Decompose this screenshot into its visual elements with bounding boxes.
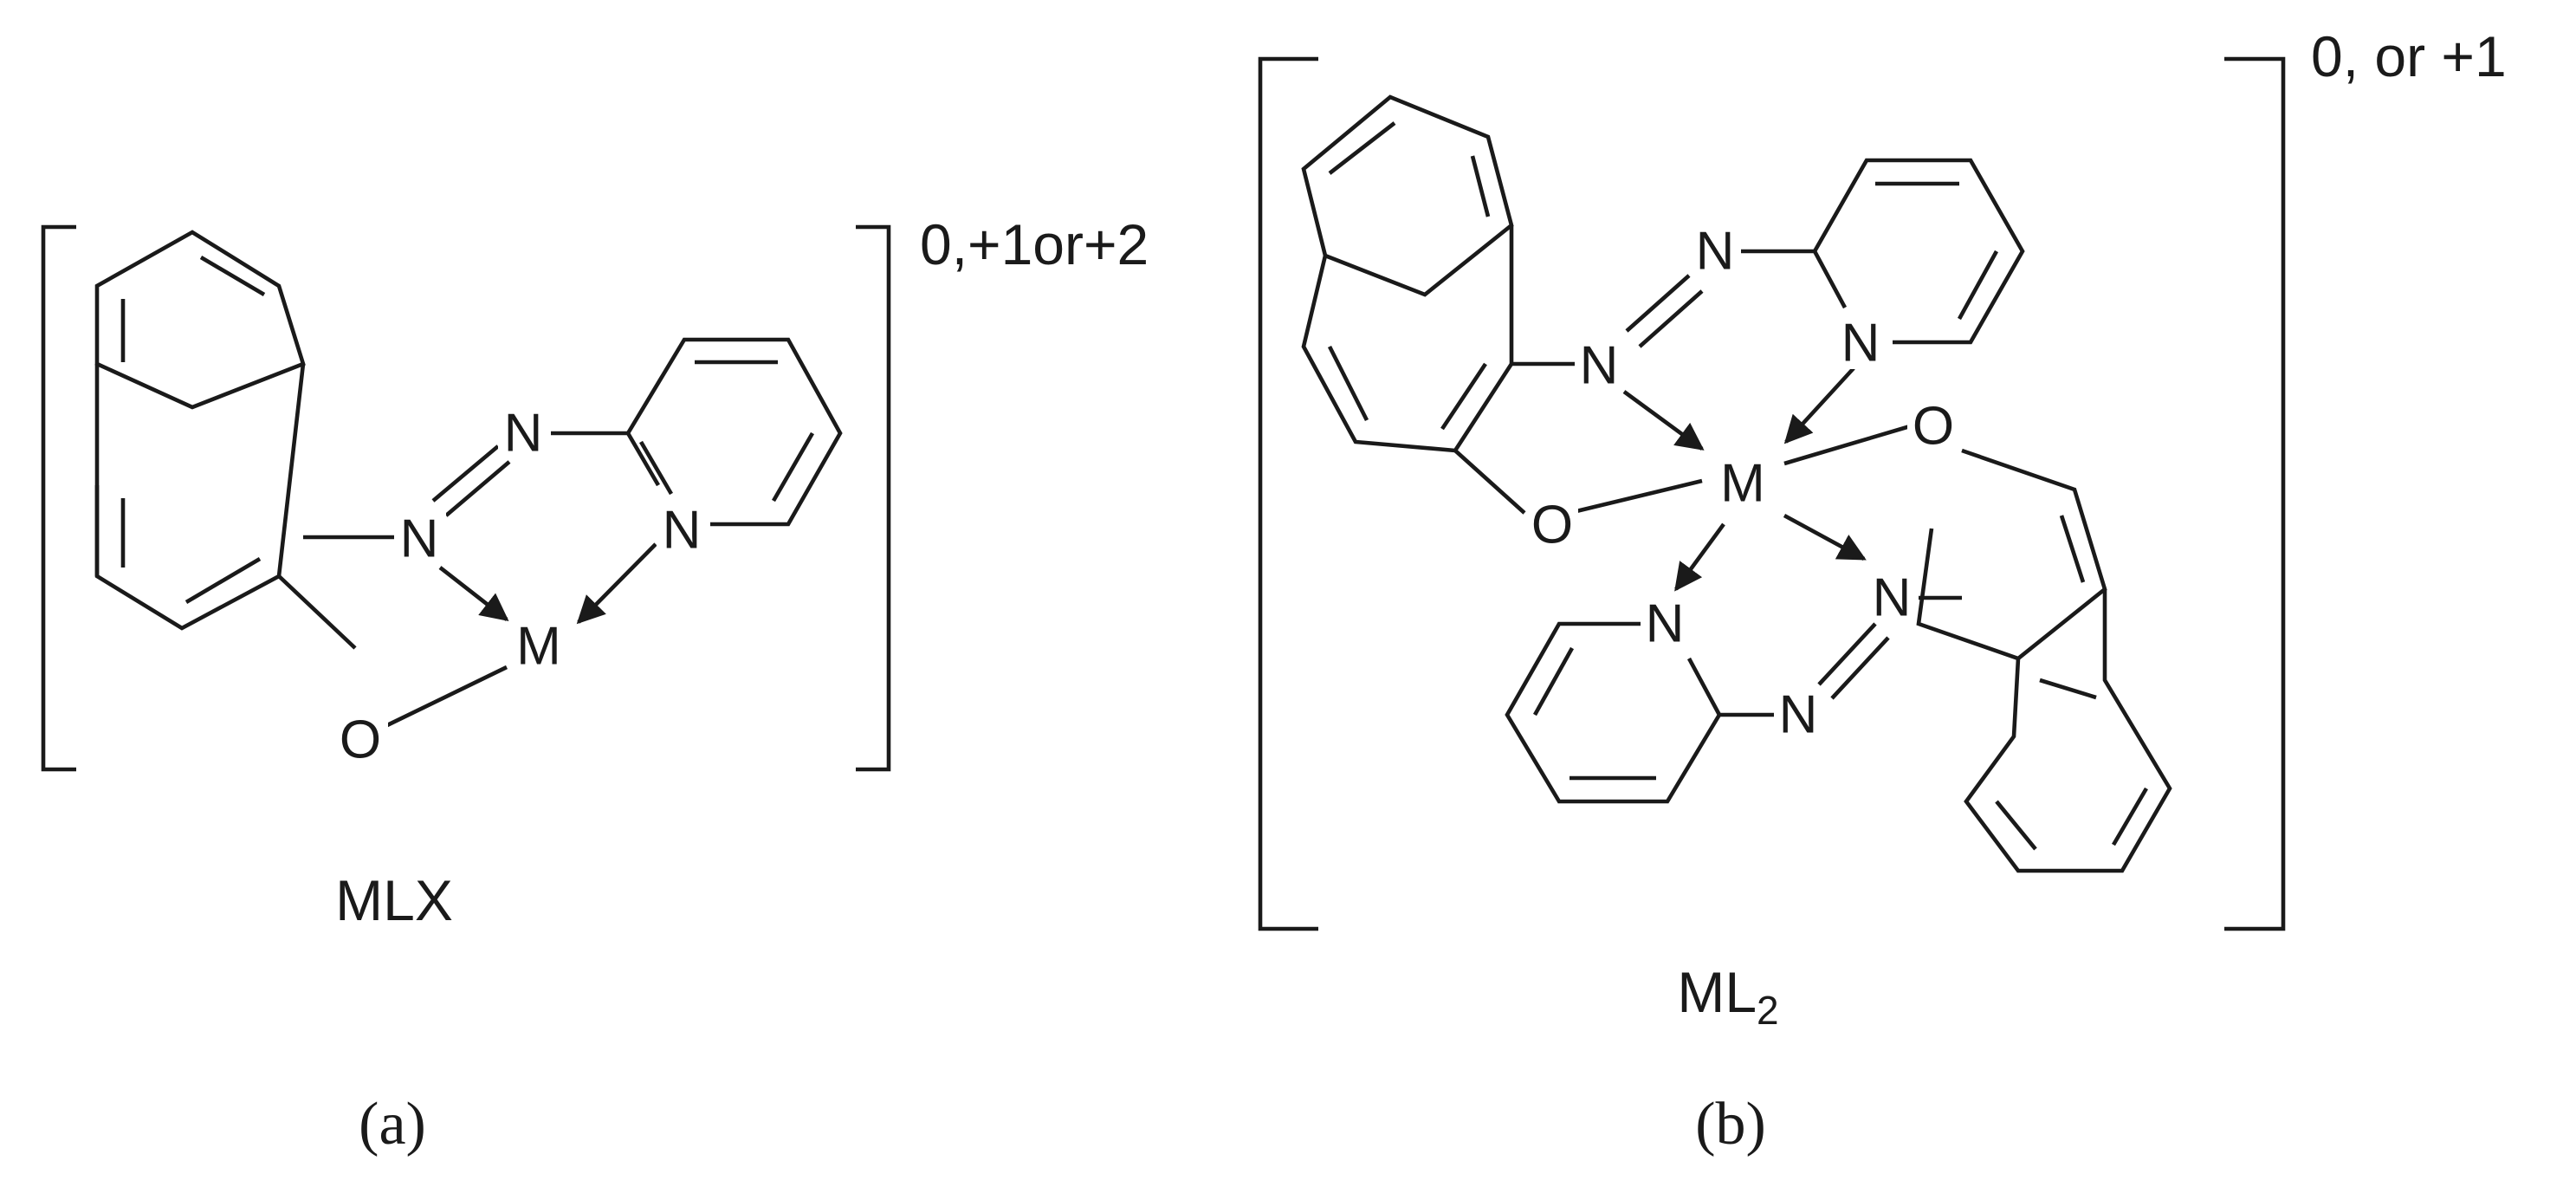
naphthalene-b-bottom <box>1916 448 2172 873</box>
o-metal-bond-b-right <box>1783 424 1911 466</box>
azo-n2-top-label-b: N <box>1696 222 1735 282</box>
pyridine-n-bottom-label-b: N <box>1646 594 1685 654</box>
azo-n1-bottom-label-b: N <box>1873 568 1912 628</box>
panel-b: N N N O M O N N N 0, or +1 ML2 (b) <box>1258 24 2507 1158</box>
right-bracket-b <box>2224 56 2286 931</box>
metal-label-a: M <box>516 617 561 677</box>
oxygen-right-label-b: O <box>1913 397 1954 457</box>
npy-metal-arrow-a <box>576 542 657 625</box>
compound-name-a: MLX <box>335 868 453 932</box>
azo-n1-label-a: N <box>400 509 439 569</box>
charge-label-a: 0,+1or+2 <box>920 212 1149 276</box>
oxygen-label-a: O <box>340 710 381 770</box>
oxygen-left-label-b: O <box>1531 496 1573 555</box>
azo-double-bond-a <box>431 444 511 517</box>
o-metal-bond-a <box>384 665 508 729</box>
left-bracket-a <box>41 224 76 772</box>
n-metal-arrow-b-top <box>1622 390 1705 451</box>
n-metal-arrow-a <box>438 566 509 621</box>
naphthalene-b-top <box>1301 94 1526 515</box>
panel-label-b: (b) <box>1695 1091 1766 1158</box>
azo-n1-top-label-b: N <box>1580 336 1619 396</box>
metal-label-b: M <box>1720 454 1765 514</box>
azo-double-bond-b-top <box>1625 274 1704 348</box>
azo-double-bond-b-bottom <box>1817 622 1890 700</box>
left-bracket-b <box>1258 56 1318 931</box>
azo-n2-bottom-label-b: N <box>1779 685 1818 745</box>
pyridine-b-top <box>1812 158 2025 345</box>
right-bracket-a <box>856 224 891 772</box>
panel-label-a: (a) <box>359 1091 426 1158</box>
charge-label-b: 0, or +1 <box>2311 24 2507 88</box>
pyridine-b-bottom <box>1505 621 1722 804</box>
azo-n2-label-a: N <box>504 404 543 464</box>
npy-metal-arrow-b-bottom <box>1674 522 1725 592</box>
pyridine-n-label-a: N <box>663 501 702 561</box>
pyridine-a <box>626 337 843 527</box>
o-metal-bond-b-left <box>1576 478 1703 514</box>
panel-a: N N N O M 0,+1or+2 MLX (a) <box>41 212 1149 1158</box>
npy-metal-arrow-b-top <box>1783 366 1855 444</box>
compound-name-b: ML2 <box>1677 960 1778 1033</box>
n-metal-arrow-b-bottom <box>1783 513 1867 561</box>
pyridine-n-top-label-b: N <box>1841 314 1880 373</box>
naphthalene-a <box>94 230 357 650</box>
